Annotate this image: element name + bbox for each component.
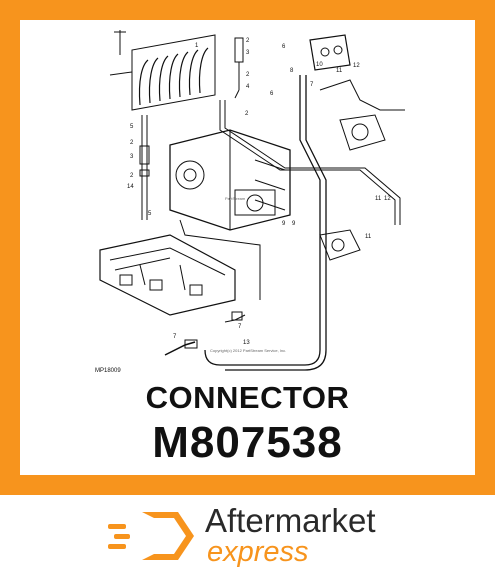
- orange-frame: PartStream Copyright(c) 2012 PartStream …: [0, 0, 495, 495]
- callout: 1: [195, 43, 199, 49]
- part-number: M807538: [152, 418, 343, 467]
- product-name: CONNECTOR: [145, 380, 350, 415]
- product-card: PartStream Copyright(c) 2012 PartStream …: [20, 20, 475, 475]
- callout: 7: [238, 324, 242, 330]
- hexagon-speed-icon: [108, 512, 194, 560]
- callout: 3: [246, 50, 250, 56]
- callout: 4: [246, 84, 250, 90]
- callout: 11: [375, 196, 382, 202]
- callout: 2: [245, 111, 249, 117]
- watermark-text: PartStream: [225, 196, 246, 201]
- callout: 7: [173, 334, 177, 340]
- brand-name-line1: Aftermarket: [205, 502, 376, 539]
- callout: 9: [282, 221, 286, 227]
- callout: 10: [316, 62, 323, 68]
- callout: 3: [130, 154, 134, 160]
- callout: 7: [310, 82, 314, 88]
- callout: 12: [353, 63, 360, 69]
- diagram-code: MP18009: [95, 368, 121, 374]
- callout: 2: [246, 72, 250, 78]
- callout: 6: [270, 91, 274, 97]
- callout: 8: [290, 68, 294, 74]
- copyright-text: Copyright(c) 2012 PartStream Service, In…: [210, 348, 286, 353]
- callout: 11: [336, 68, 343, 74]
- footer: [0, 495, 495, 575]
- callout: 11: [365, 234, 372, 240]
- parts-diagram: PartStream Copyright(c) 2012 PartStream …: [95, 30, 405, 374]
- callout: 13: [243, 340, 250, 346]
- callout: 2: [130, 140, 134, 146]
- callout: 2: [130, 173, 134, 179]
- callout: 12: [384, 196, 391, 202]
- oil-cooler: [131, 34, 216, 111]
- callout: 6: [282, 44, 286, 50]
- callout: 5: [148, 211, 152, 217]
- callout: 2: [246, 38, 250, 44]
- callout: 14: [127, 184, 134, 190]
- brand-name-line2: express: [207, 536, 309, 568]
- chassis-frame: [99, 234, 236, 316]
- callout: 5: [130, 124, 134, 130]
- callout: 9: [292, 221, 296, 227]
